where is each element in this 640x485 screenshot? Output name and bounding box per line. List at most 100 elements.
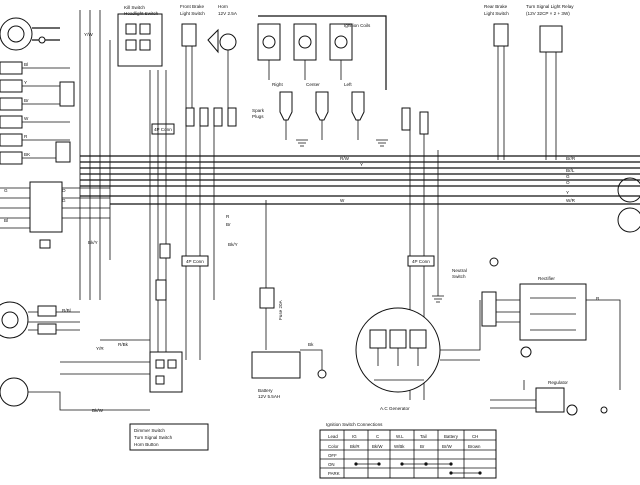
wire-label: BK (24, 152, 31, 157)
ac-generator-label: A.C Generator (380, 406, 410, 411)
wire-label: R/W (340, 156, 350, 161)
wire-label: Br/R (566, 156, 576, 161)
table-row-label: OFF (328, 453, 337, 458)
wire-label: W/R (566, 198, 576, 203)
table-connection-dot (449, 471, 453, 475)
table-cell: Br (420, 444, 425, 449)
horn-rating: 12V 2.5A (218, 11, 238, 16)
battery-rating: 12V 5.5AH (258, 394, 280, 399)
ignition-table-title: Ignition Switch Connections (326, 422, 383, 427)
table-connection-dot (377, 462, 381, 466)
wire-label: Y/R (96, 346, 104, 351)
neutral-switch: Neutral Switch (437, 268, 467, 296)
front-brake-label-1: Front Brake (180, 4, 204, 9)
table-header-cell: Battery (444, 434, 459, 439)
table-connection-dot (400, 462, 404, 466)
ignition-table-grid (320, 430, 496, 478)
wire-label: Y (24, 80, 27, 85)
wire-label: W (340, 198, 345, 203)
wire-label: Bk/Y (88, 240, 98, 245)
wire-label: R/Bk (118, 342, 129, 347)
right-bus-labels: Br/R Br/L G O Y W/R (566, 156, 576, 203)
headlight-group (0, 17, 60, 51)
connector-label: 4P Conn (186, 259, 204, 264)
rear-brake-switch: Rear Brake Light Switch (484, 4, 509, 160)
turn-relay-label: Turn Signal Light Relay (526, 4, 574, 9)
ignition-table-header-row: Lead IG C (328, 434, 379, 439)
spark-plugs-label-2: Plugs (252, 114, 264, 119)
fuse: Fuse 20A (259, 200, 283, 350)
connector-label: 4P Conn (154, 127, 172, 132)
turn-signal-switch-label: Turn Signal Switch (134, 435, 173, 440)
table-header-cell: C (376, 434, 379, 439)
mid-connectors: 4P Conn 4P Conn (155, 243, 435, 301)
rear-brake-label-2: Light Switch (484, 11, 509, 16)
table-cell: Bk/W (372, 444, 383, 449)
table-cell: Br/W (442, 444, 453, 449)
wire-label: Bk/W (92, 408, 104, 413)
wire-label: Y (566, 190, 569, 195)
wire-label: W (24, 116, 29, 121)
table-header-cell: Lead (328, 434, 338, 439)
handlebar-switch-left (0, 181, 110, 249)
table-header-cell: IG (352, 434, 357, 439)
neutral-switch-label-2: Switch (452, 274, 466, 279)
wire-label: O (62, 188, 66, 193)
wire-label: Y/W (84, 32, 93, 37)
misc-wire-labels: W R/W Y Bk/Y R Br Bk Y/R R/Bk R/Bl Bk/W … (62, 32, 600, 413)
wire-label: Br (24, 98, 29, 103)
regulator-label: Regulator (548, 380, 568, 385)
indicator-lamps (0, 61, 75, 165)
wire-label: Br/L (566, 168, 575, 173)
table-header-cell: Tail (420, 434, 427, 439)
cylinder-center: Center (306, 82, 320, 87)
rectifier-label: Rectifier (538, 276, 555, 281)
table-row-label: PARK (328, 471, 340, 476)
ignition-table-header-row: W.L Tail Battery CH (396, 434, 478, 439)
fuse-label: Fuse 20A (278, 299, 283, 320)
ignition-coils: Ignition Coils (257, 15, 387, 90)
left-turn-signals (0, 301, 150, 411)
turn-signal-relay: Turn Signal Light Relay (12V 32CP × 2 + … (526, 4, 574, 160)
front-brake-label-2: Light Switch (180, 11, 205, 16)
ac-generator: A.C Generator (355, 300, 481, 411)
kill-switch-label-1: Kill Switch (124, 5, 145, 10)
wire-label: R (596, 296, 600, 301)
regulator: Regulator (490, 380, 578, 416)
dimmer-switch-label: Dimmer Switch (134, 428, 165, 433)
left-wire-labels: Bl Y Br W R BK G Bl (4, 62, 31, 223)
table-connection-dot (449, 462, 453, 466)
table-row-label: Color (328, 444, 339, 449)
cylinder-left: Left (344, 82, 352, 87)
battery-label: Battery (258, 388, 273, 393)
ignition-table-color-row: Color Bk/R Bk/W W/Bk Br Br/W Brown (328, 444, 481, 449)
connector-label: 4P Conn (412, 259, 430, 264)
turn-relay-rating: (12V 32CP × 2 + 3W) (526, 11, 570, 16)
ignition-coils-label: Ignition Coils (344, 23, 371, 28)
wire-label: G (4, 188, 8, 193)
kill-switch-label-2: Headlight Switch (124, 11, 159, 16)
wire-label: Br (226, 222, 231, 227)
kill-switch: Kill Switch Headlight Switch (117, 5, 163, 67)
wire-label: Y (360, 162, 363, 167)
ground-symbols (38, 36, 608, 414)
rectifier: Rectifier (481, 276, 621, 390)
connectors-top: 4P Conn (151, 107, 429, 135)
wire-label: Bl (4, 218, 8, 223)
wire-label: O (566, 180, 570, 185)
wire-label: R/Bl (62, 308, 71, 313)
table-connection-dot (478, 471, 482, 475)
table-header-cell: W.L (396, 434, 404, 439)
cylinder-right: Right (272, 82, 283, 87)
dimmer-switch: Dimmer Switch Turn Signal Switch Horn Bu… (60, 339, 209, 451)
table-connection-dot (354, 462, 358, 466)
rear-brake-label-1: Rear Brake (484, 4, 508, 9)
horn-label: Horn (218, 4, 228, 9)
main-harness (79, 10, 640, 400)
table-cell: Brown (468, 444, 481, 449)
table-cell: W/Bk (394, 444, 405, 449)
wire-label: G (62, 198, 66, 203)
wire-label: R (226, 214, 230, 219)
